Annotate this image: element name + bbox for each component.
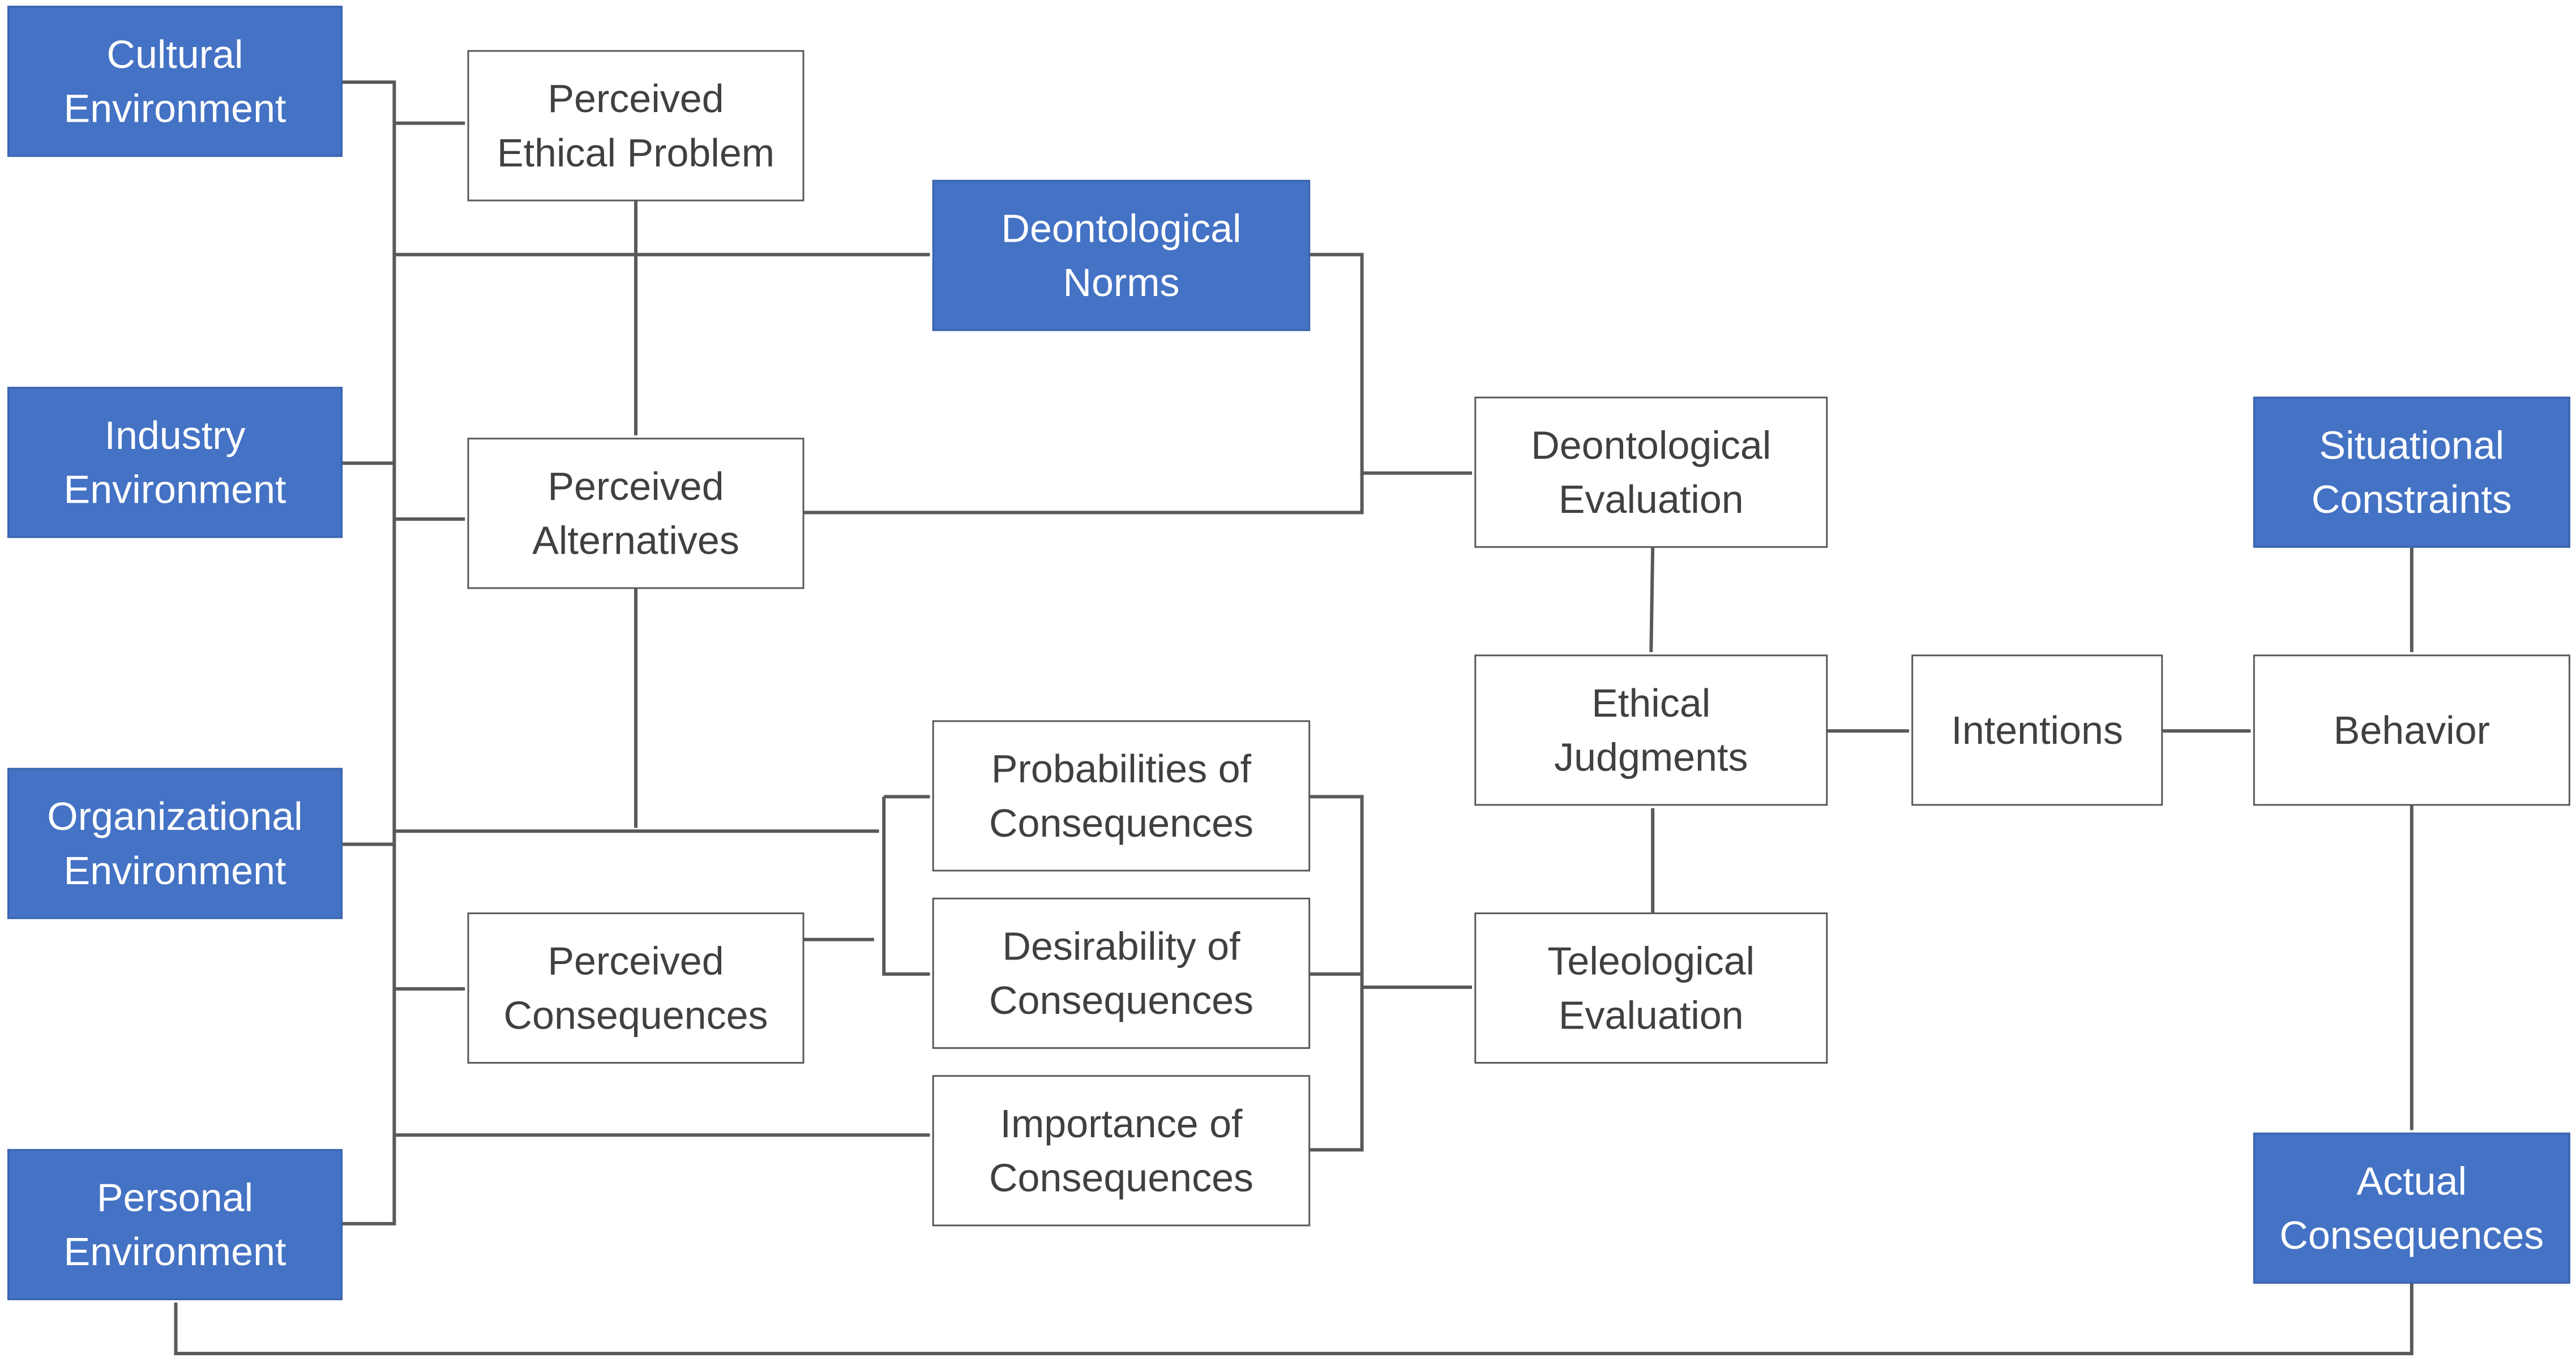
industry-environment-box [7, 387, 343, 538]
probabilities-of-consequences-label: Consequences [989, 801, 1253, 845]
ethical-judgments-label: Ethical [1591, 681, 1710, 725]
connectors [174, 80, 2414, 1356]
intentions-node: Intentions [1911, 654, 2163, 806]
organizational-environment-label: Environment [64, 849, 286, 893]
feedback-to-personal-environment-arrow [174, 1283, 2414, 1356]
alternatives-to-deontological-eval-arrow [803, 473, 1364, 515]
probabilities-of-consequences-label: Probabilities of [991, 747, 1252, 791]
behavior-box [2253, 654, 2570, 806]
behavior-node: Behavior [2253, 654, 2570, 806]
personal-environment-box [7, 1149, 343, 1300]
organizational-environment-box [7, 768, 343, 919]
actual-consequences-box [2253, 1132, 2570, 1284]
teleological-evaluation-label: Teleological [1547, 939, 1755, 983]
perceived-alternatives-label: Perceived [547, 464, 724, 508]
deontological-norms-label: Norms [1063, 260, 1179, 305]
cultural-environment-label: Cultural [106, 32, 243, 76]
cultural-environment-label: Environment [64, 87, 286, 131]
teleological-evaluation-label: Evaluation [1559, 993, 1744, 1037]
situational-constraints-box [2253, 396, 2570, 548]
split-to-desirability-arrow [882, 796, 930, 976]
ethical-judgments-label: Judgments [1554, 735, 1748, 779]
perceived-ethical-problem-label: Ethical Problem [497, 131, 774, 175]
importance-of-consequences-label: Consequences [989, 1156, 1253, 1200]
personal-environment-label: Personal [97, 1175, 253, 1219]
norms-to-deontological-eval-arrow [1309, 252, 1473, 475]
perceived-alternatives-box [467, 438, 805, 589]
situational-constraints-label: Situational [2319, 423, 2504, 467]
perceived-consequences-box [467, 912, 805, 1064]
desirability-of-consequences-box [932, 897, 1311, 1049]
situational-constraints-label: Constraints [2312, 477, 2512, 521]
probabilities-of-consequences-node: Probabilities of Consequences [932, 720, 1311, 872]
perceived-consequences-label: Consequences [504, 993, 768, 1037]
organizational-environment-label: Organizational [47, 794, 302, 838]
desirability-of-consequences-label: Consequences [989, 978, 1253, 1022]
behavior-label: Behavior [2334, 708, 2490, 752]
importance-of-consequences-label: Importance of [1000, 1102, 1243, 1146]
perceived-alternatives-label: Alternatives [532, 519, 739, 563]
intentions-box [1911, 654, 2163, 806]
importance-of-consequences-node: Importance of Consequences [932, 1075, 1311, 1227]
deontological-eval-to-judgments-arrow [1649, 547, 1655, 653]
desirability-of-consequences-node: Desirability of Consequences [932, 897, 1311, 1049]
actual-consequences-label: Actual [2357, 1159, 2467, 1203]
deontological-norms-box [932, 179, 1311, 331]
actual-consequences-label: Consequences [2279, 1213, 2544, 1257]
nodes: CulturalEnvironmentIndustryEnvironmentOr… [7, 6, 2570, 1300]
industry-environment-label: Industry [105, 413, 246, 457]
deontological-evaluation-box [1474, 396, 1828, 548]
intentions-label: Intentions [1951, 708, 2123, 752]
env-bus-line-arrow [341, 80, 396, 1226]
industry-environment-label: Environment [64, 468, 286, 512]
cultural-environment-box [7, 6, 343, 157]
ethical-judgments-box [1474, 654, 1828, 806]
deontological-evaluation-label: Deontological [1531, 423, 1771, 467]
importance-of-consequences-box [932, 1075, 1311, 1227]
deontological-evaluation-label: Evaluation [1559, 477, 1744, 521]
desirability-of-consequences-label: Desirability of [1002, 924, 1240, 968]
perceived-ethical-problem-label: Perceived [547, 76, 724, 121]
personal-environment-label: Environment [64, 1230, 286, 1274]
perceived-consequences-label: Perceived [547, 939, 724, 983]
deontological-norms-label: Deontological [1001, 206, 1241, 250]
probabilities-of-consequences-box [932, 720, 1311, 872]
perceived-ethical-problem-box [467, 50, 805, 202]
teleological-evaluation-box [1474, 912, 1828, 1064]
